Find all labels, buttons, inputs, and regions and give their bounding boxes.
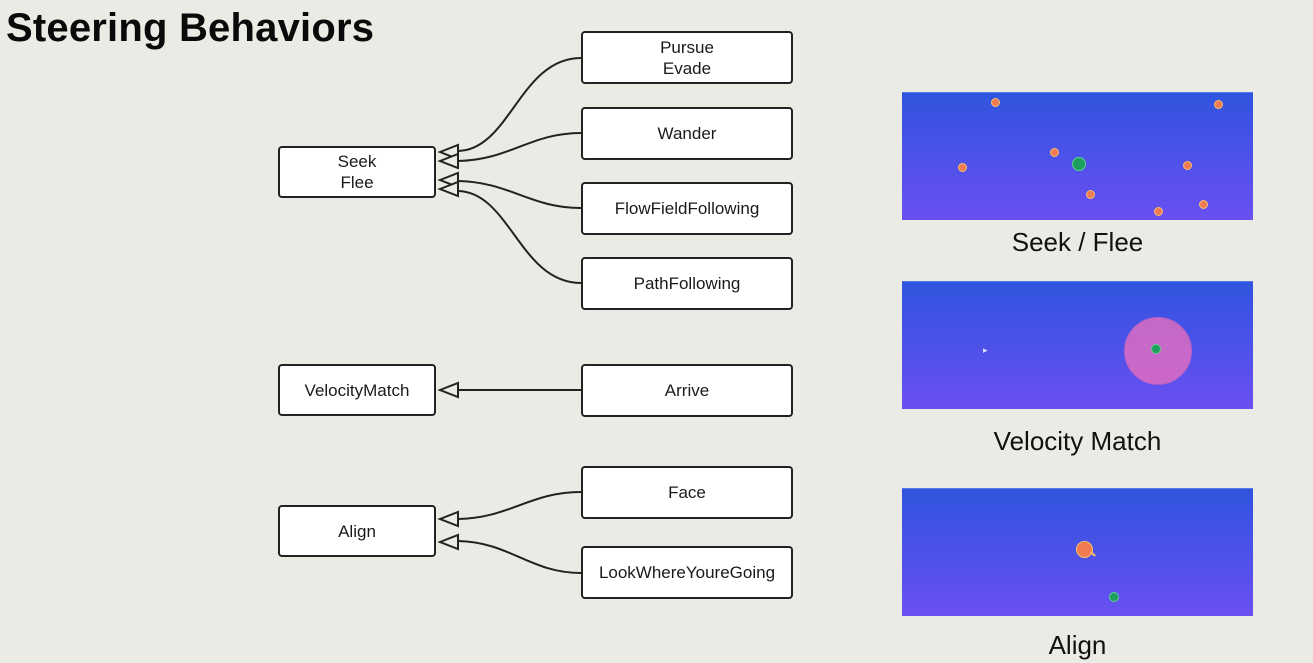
node-look-where-youre-going: LookWhereYoureGoing [581,546,793,599]
node-wander: Wander [581,107,793,160]
arrowhead [437,510,459,528]
node-flowfield-following: FlowFieldFollowing [581,182,793,235]
demo-velocity-match: ▸ [902,281,1253,409]
target-dot [1154,207,1163,216]
node-path-following: PathFollowing [581,257,793,310]
link-lookwhere-to-align [457,540,582,574]
link-face-to-align [457,491,582,520]
node-pursue-evade: Pursue Evade [581,31,793,84]
node-arrive: Arrive [581,364,793,417]
link-pathfollowing-to-seek [457,190,582,284]
caption-velocity-match: Velocity Match [993,426,1162,456]
node-align: Align [278,505,436,557]
arrowhead [437,381,459,399]
panel-edge [902,281,1253,282]
agent-dot [1072,157,1086,171]
caption-seek-flee: Seek / Flee [1011,227,1144,257]
caption-align: Align [1048,630,1107,660]
panel-edge [902,92,1253,93]
panel-edge [902,488,1253,489]
link-wander-to-seek [457,132,582,162]
node-face: Face [581,466,793,519]
node-seek-flee: Seek Flee [278,146,436,198]
arrowhead [437,180,459,198]
cursor-icon: ▸ [983,345,988,355]
target-dot [991,98,1000,107]
target-dot [1050,148,1059,157]
orientation-marker [1090,551,1096,557]
agent-dot [1109,592,1119,602]
target-dot [1199,200,1208,209]
agent-dot [1151,344,1161,354]
target-dot [958,163,967,172]
arrowhead [437,152,459,170]
demo-align [902,488,1253,616]
oriented-target-dot [1076,541,1093,558]
link-pursue-to-seek [457,57,582,152]
page-title: Steering Behaviors [6,6,375,50]
node-velocity-match: VelocityMatch [278,364,436,416]
demo-seek-flee [902,92,1253,220]
arrowhead [437,533,459,551]
target-dot [1183,161,1192,170]
target-dot [1214,100,1223,109]
link-flowfield-to-seek [457,180,582,209]
target-dot [1086,190,1095,199]
